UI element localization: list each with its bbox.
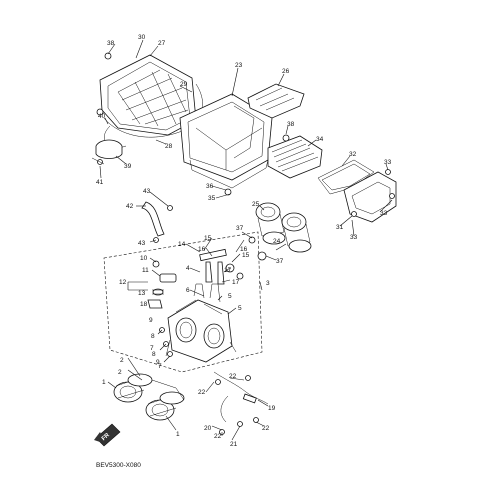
callout-label: 22 [198,389,206,396]
callout-label: 12 [119,279,127,286]
callout-label: 5 [238,305,242,312]
callout-label: 33 [350,234,358,241]
callout-label: 23 [235,62,243,69]
callout-label: 9 [156,359,160,366]
callout-label: 38 [107,40,115,47]
callout-label: 6 [186,287,190,294]
throttle-body-drawing [165,283,237,363]
callout-label: 3 [266,280,270,287]
callout-label: 11 [142,267,149,274]
callout-label: 39 [124,163,132,170]
callout-label: 15 [242,252,250,259]
callout-label: 7 [150,345,154,352]
callout-label: 35 [208,195,216,202]
callout-labels: 38 30 27 26 23 29 40 28 39 41 38 34 32 3… [96,34,392,448]
callout-label: 24 [273,238,281,245]
callout-label: 16 [240,246,248,253]
callout-label: 31 [336,224,344,231]
callout-label: 14 [178,241,186,248]
callout-label: 37 [236,225,244,232]
callout-label: 15 [204,235,212,242]
callout-label: 30 [138,34,146,41]
callout-label: 17 [224,267,232,274]
breather-hose-drawing [141,201,165,237]
callout-label: 43 [138,240,146,247]
callout-label: 32 [349,151,357,158]
callout-label: 25 [252,201,260,208]
callout-label: 1 [176,431,180,438]
callout-label: 7 [158,363,162,370]
callout-label: 1 [102,379,106,386]
callout-label: 36 [206,183,214,190]
callout-label: 20 [204,425,212,432]
callout-label: 5 [228,293,232,300]
front-mark-label: FR [101,432,111,442]
callout-label: 2 [118,369,122,376]
callout-label: 17 [232,279,240,286]
joint-drawing [255,202,312,253]
fasteners-drawing [96,52,395,435]
callout-label: 42 [126,203,134,210]
callout-label: 37 [276,258,284,265]
callout-label: 9 [149,317,153,324]
callout-label: 21 [230,441,238,448]
callout-label: 33 [380,210,388,217]
callout-label: 29 [180,81,188,88]
callout-label: 18 [140,301,148,308]
callout-label: 16 [198,246,206,253]
front-direction-arrow: FR [94,423,121,447]
callout-label: 27 [158,40,166,47]
callout-label: 10 [140,255,148,262]
case-cap-drawing [343,171,397,223]
callout-label: 41 [96,179,104,186]
callout-label: 4 [186,265,190,272]
breather-cap-drawing [91,139,123,165]
throttle-body-frame [103,231,263,373]
callout-label: 19 [268,405,276,412]
callout-label: 8 [151,333,155,340]
callout-label: 22 [214,433,222,440]
callout-label: 26 [282,68,290,75]
air-filter-element-drawing [267,135,323,179]
callout-label: 2 [120,357,124,364]
callout-label: 28 [165,143,173,150]
injector-drawing [199,248,244,285]
callout-label: 38 [287,121,295,128]
callout-label: 43 [143,188,151,195]
callout-label: 22 [262,425,270,432]
intake-joint-drawing [113,373,185,421]
intake-duct-drawing [247,83,305,119]
callout-label: 22 [229,373,237,380]
leader-lines [99,39,393,441]
callout-label: 13 [138,290,146,297]
callout-label: 33 [384,159,392,166]
callout-label: 8 [152,351,156,358]
vacuum-hose-drawing [213,371,269,423]
callout-label: 40 [98,113,106,120]
air-filter-case-drawing [179,93,273,189]
diagram-code: BEV5300-X080 [96,462,141,469]
callout-label: 34 [316,136,324,143]
